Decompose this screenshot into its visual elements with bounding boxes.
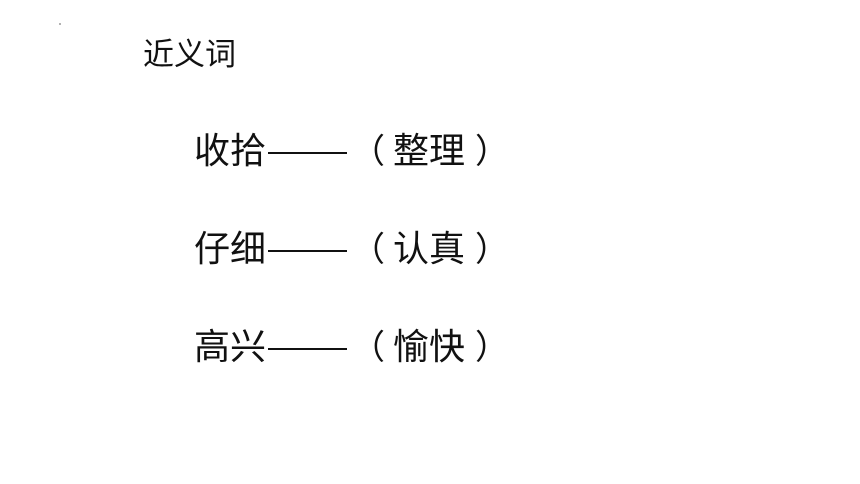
close-paren: ） bbox=[475, 328, 510, 368]
open-paren: （ bbox=[351, 132, 386, 172]
synonym-answer: 整理 bbox=[393, 131, 466, 172]
source-word: 仔细 bbox=[194, 229, 267, 270]
synonym-list: 收拾 （ 整理 ） 仔细 （ 认真 ） 高兴 （ 愉快 ） bbox=[194, 128, 509, 372]
open-paren: （ bbox=[351, 328, 386, 368]
synonym-pair: 高兴 （ 愉快 ） bbox=[194, 324, 509, 372]
dash-line bbox=[268, 152, 348, 154]
slide-heading: 近义词 bbox=[143, 37, 236, 73]
open-paren: （ bbox=[351, 230, 386, 270]
synonym-answer: 愉快 bbox=[393, 327, 466, 368]
source-word: 高兴 bbox=[194, 327, 267, 368]
source-word: 收拾 bbox=[194, 131, 267, 172]
dash-line bbox=[268, 348, 348, 350]
synonym-answer: 认真 bbox=[393, 229, 466, 270]
corner-dot bbox=[59, 23, 61, 25]
synonym-pair: 仔细 （ 认真 ） bbox=[194, 226, 509, 274]
close-paren: ） bbox=[475, 230, 510, 270]
synonym-pair: 收拾 （ 整理 ） bbox=[194, 128, 509, 176]
close-paren: ） bbox=[475, 132, 510, 172]
dash-line bbox=[268, 250, 348, 252]
